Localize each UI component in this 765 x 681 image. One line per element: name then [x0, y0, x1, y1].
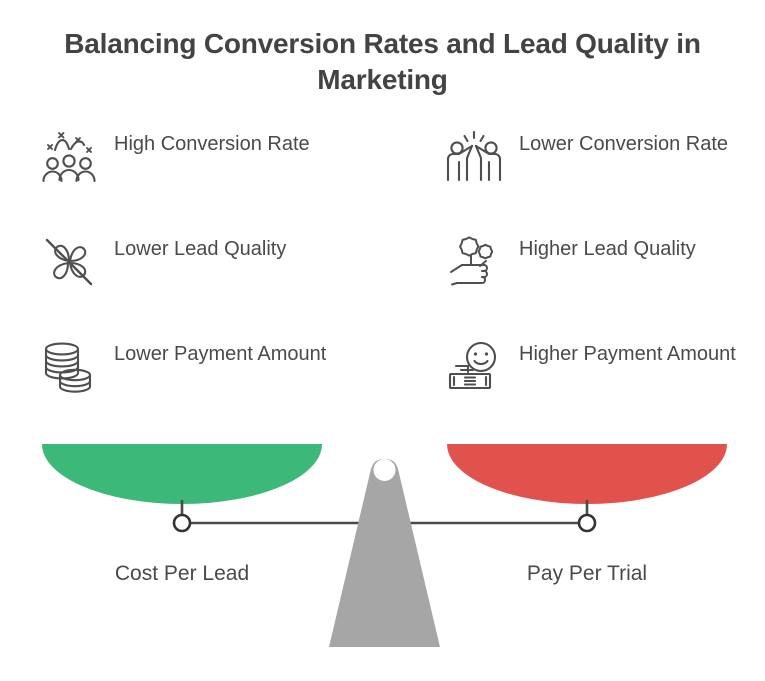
feature-item: Lower Lead Quality	[38, 231, 368, 336]
feature-label: Lower Lead Quality	[114, 238, 287, 260]
feature-label: High Conversion Rate	[114, 133, 310, 155]
feature-item: Higher Lead Quality	[443, 231, 765, 336]
right-pan	[447, 444, 727, 504]
feature-label: Lower Conversion Rate	[519, 133, 728, 155]
right-feature-column: Lower Conversion Rate	[443, 126, 765, 441]
feature-item: Lower Payment Amount	[38, 336, 368, 441]
feature-label: Higher Lead Quality	[519, 238, 696, 260]
page-title: Balancing Conversion Rates and Lead Qual…	[64, 28, 701, 95]
balance-scale	[0, 430, 765, 681]
fulcrum	[329, 459, 440, 647]
smiley-coin-cash-icon	[443, 336, 505, 398]
left-pivot-joint	[172, 513, 192, 533]
left-pan	[42, 444, 322, 504]
feature-item: High Conversion Rate	[38, 126, 368, 231]
fulcrum-hole	[373, 459, 396, 481]
crowd-confetti-icon	[38, 126, 100, 188]
feature-item: Lower Conversion Rate	[443, 126, 765, 231]
feature-label: Lower Payment Amount	[114, 343, 327, 365]
hand-holding-flowers-icon	[443, 231, 505, 293]
left-feature-column: High Conversion Rate Lower Lead Quality	[38, 126, 368, 441]
right-pivot-joint	[577, 513, 597, 533]
feature-label: Higher Payment Amount	[519, 343, 736, 365]
coin-stack-icon	[38, 336, 100, 398]
feature-item: Higher Payment Amount	[443, 336, 765, 441]
right-side-label: Pay Per Trial	[526, 562, 648, 585]
left-side-label: Cost Per Lead	[114, 562, 250, 585]
clover-crossed-out-icon	[38, 231, 100, 293]
high-five-people-icon	[443, 126, 505, 188]
